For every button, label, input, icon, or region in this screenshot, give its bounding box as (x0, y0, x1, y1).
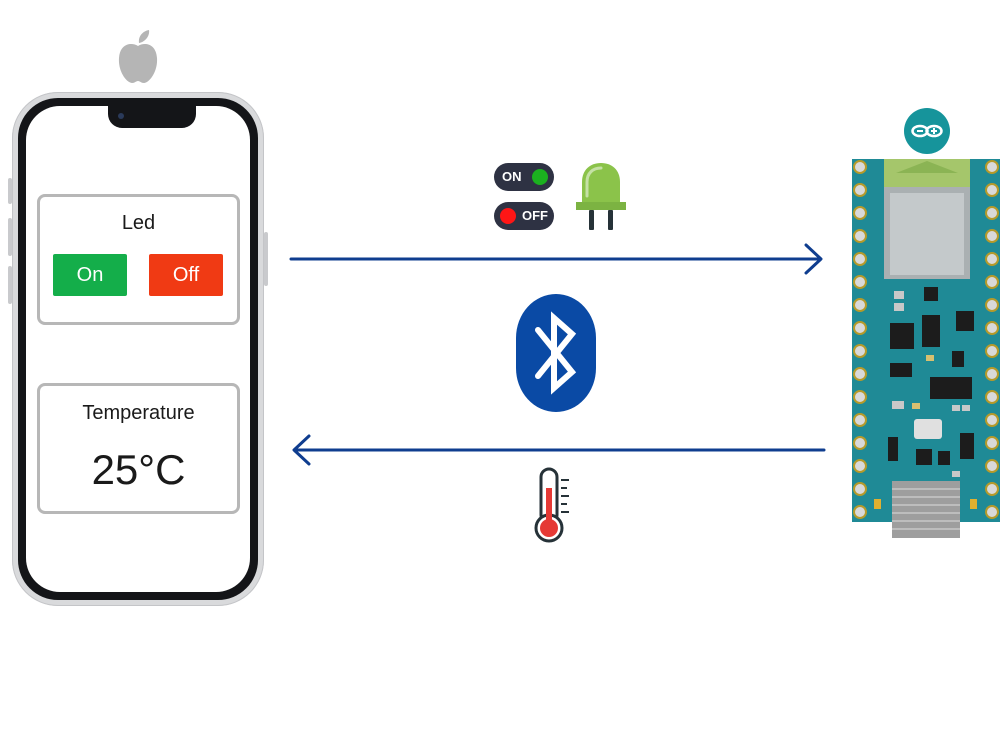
phone-notch (108, 106, 196, 128)
led-off-button[interactable]: Off (149, 254, 223, 296)
left-pin-header (853, 160, 867, 519)
arduino-logo-icon (904, 108, 950, 154)
led-icon (576, 163, 626, 230)
on-indicator-dot (532, 169, 548, 185)
phone-volume-up-button (8, 218, 12, 256)
phone-side-button (8, 178, 12, 204)
led-card-title: Led (121, 212, 156, 234)
on-toggle-label: ON (502, 169, 522, 184)
phone-volume-down-button (8, 266, 12, 304)
arrow-phone-to-board (289, 243, 823, 275)
off-toggle-label: OFF (522, 208, 548, 223)
temperature-value: 25°C (91, 446, 186, 493)
bluetooth-icon (516, 294, 596, 412)
temperature-card: Temperature 25°C (37, 383, 240, 514)
arrow-board-to-phone (292, 434, 826, 466)
thermometer-icon (534, 467, 569, 543)
phone-power-button (264, 232, 268, 286)
led-control-card: Led On Off (37, 194, 240, 325)
arduino-board (852, 159, 1000, 538)
off-toggle-icon: OFF (494, 202, 554, 230)
camera-icon (118, 113, 124, 119)
reset-button (914, 419, 942, 439)
main-chip (890, 323, 914, 349)
temperature-card-title: Temperature (82, 402, 195, 424)
mcu-chip (930, 377, 972, 399)
on-toggle-icon: ON (494, 163, 554, 191)
led-on-button[interactable]: On (53, 254, 127, 296)
apple-icon (118, 30, 158, 83)
off-indicator-dot (500, 208, 516, 224)
right-pin-header (985, 160, 999, 519)
